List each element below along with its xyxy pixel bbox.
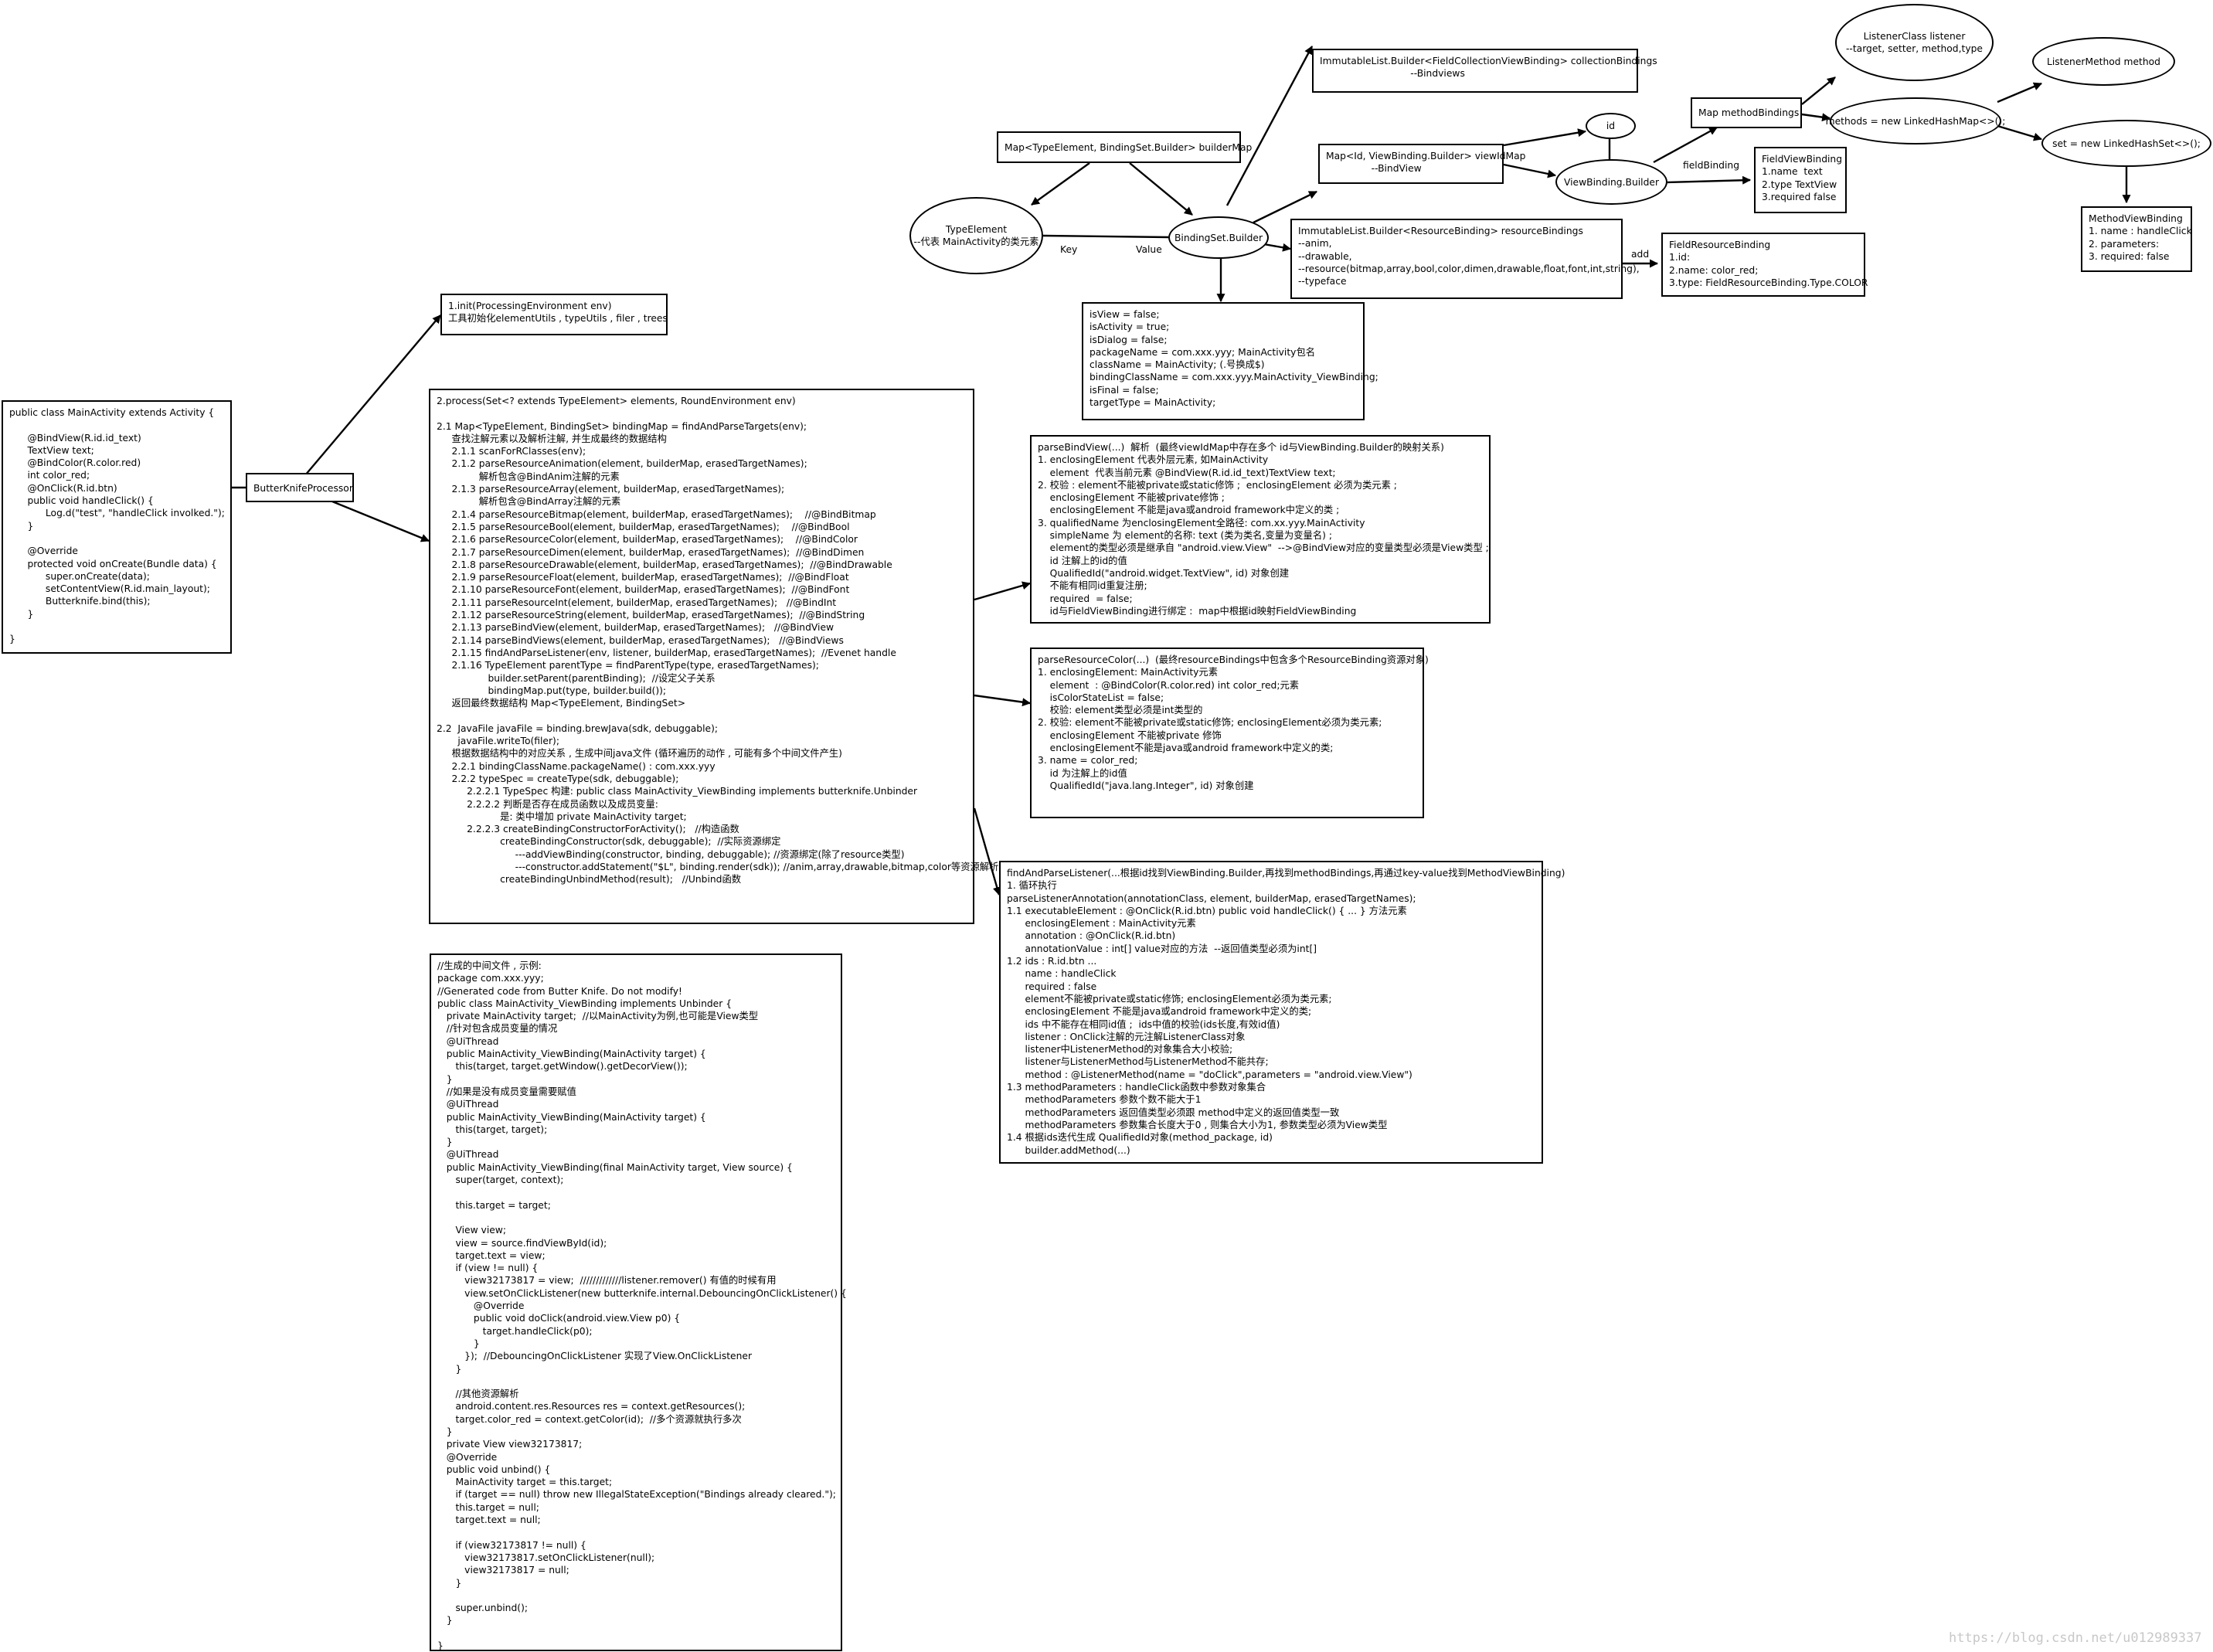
parse-resource-color: parseResourceColor(...) (最终resourceBindi… [1030, 648, 1429, 818]
main-activity-code: public class MainActivity extends Activi… [2, 400, 232, 654]
edge-processor-to-init [304, 314, 441, 476]
collection-bindings: ImmutableList.Builder<FieldCollectionVie… [1312, 49, 1657, 93]
view-id-map: Map<Id, ViewBinding.Builder> viewIdMap -… [1318, 144, 1525, 184]
edge-methodbindings-to-listenerclass [1801, 76, 1836, 105]
edge-methodbindings-to-methodsmap [1801, 113, 1831, 122]
edge-bindingset-to-collection [1225, 46, 1314, 206]
edge-buildermap-to-typeelement [1031, 162, 1090, 206]
field-view-binding: FieldViewBinding 1.name text 2.type Text… [1754, 147, 1847, 213]
method-view-binding: MethodViewBinding 1. name : handleClick … [2081, 206, 2192, 272]
edge-viewbinding-to-fieldviewbinding [1667, 175, 1752, 185]
set-node: set = new LinkedHashSet<>(); [2041, 120, 2211, 167]
process-box: 2.process(Set<? extends TypeElement> ele… [429, 389, 998, 924]
binding-set-fields: isView = false; isActivity = true; isDia… [1082, 302, 1378, 420]
edge-viewidmap-to-viewbinding [1503, 163, 1557, 178]
edge-label-value: Value [1136, 244, 1162, 255]
listener-class-node: ListenerClass listener --target, setter,… [1835, 4, 1994, 81]
edge-bindingset-to-viewidmap [1253, 190, 1317, 224]
listener-method-node: ListenerMethod method [2032, 37, 2175, 86]
edge-process-to-parse-bind-view [974, 581, 1032, 601]
edge-process-to-parse-resource-color [974, 694, 1032, 707]
methods-map-node: methods = new LinkedHashMap<>(); [1826, 97, 2005, 144]
watermark: https://blog.csdn.net/u012989337 [1949, 1630, 2202, 1646]
parse-bind-view: parseBindView(...) 解析 (最终viewIdMap中存在多个 … [1030, 435, 1491, 624]
generated-code: //生成的中间文件 , 示例: package com.xxx.yyy; //G… [430, 953, 847, 1651]
field-resource-binding: FieldResourceBinding 1.id: 2.name: color… [1661, 233, 1868, 297]
resource-bindings: ImmutableList.Builder<ResourceBinding> r… [1290, 219, 1640, 299]
edge-viewbinding-to-methodbindings [1653, 126, 1718, 164]
map-builder-map: Map<TypeElement, BindingSet.Builder> bui… [997, 131, 1252, 163]
view-binding-builder-node: ViewBinding.Builder [1555, 159, 1667, 205]
map-method-bindings: Map methodBindings [1691, 97, 1802, 128]
binding-set-builder-node: BindingSet.Builder [1168, 216, 1269, 259]
edge-label-add: add [1631, 249, 1650, 260]
edge-label-field-binding: fieldBinding [1683, 160, 1740, 171]
edge-label-key: Key [1060, 244, 1078, 255]
edge-methodsmap-to-listenermethod [1997, 82, 2043, 104]
edge-viewidmap-to-id [1503, 128, 1587, 147]
init-box: 1.init(ProcessingEnvironment env) 工具初始化e… [440, 294, 668, 335]
edge-process-to-find-listener [973, 807, 1001, 896]
edge-methodsmap-to-set [1997, 124, 2043, 141]
butterknife-processor: ButterKnifeProcessor [246, 473, 354, 502]
edge-buildermap-to-bindingset [1129, 162, 1193, 216]
find-and-parse-listener: findAndParseListener(...根据id找到ViewBindin… [999, 861, 1565, 1164]
edge-processor-to-process [331, 500, 430, 542]
id-node: id [1586, 113, 1636, 139]
type-element-node: TypeElement --代表 MainActivity的类元素 [909, 197, 1043, 274]
edge-typeelement-to-bindingset [1042, 234, 1169, 239]
